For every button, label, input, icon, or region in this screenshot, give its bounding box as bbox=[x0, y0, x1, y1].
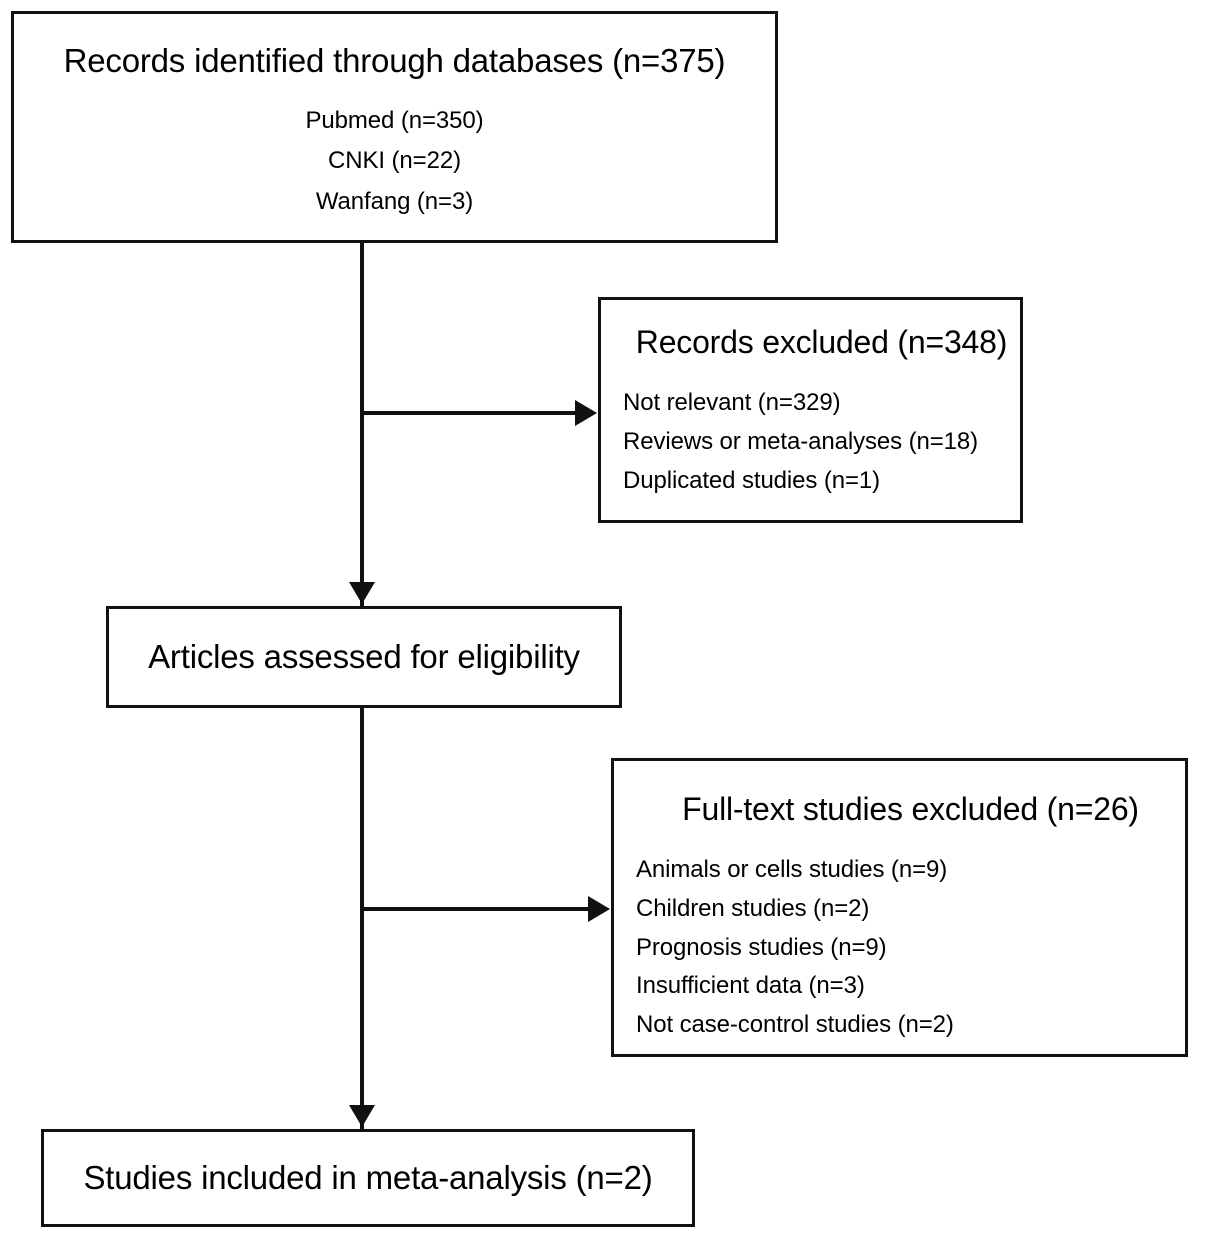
list-item: Prognosis studies (n=9) bbox=[636, 933, 887, 961]
list-item: Reviews or meta-analyses (n=18) bbox=[623, 427, 979, 455]
box-records-excluded-list: Not relevant (n=329) Reviews or meta-ana… bbox=[623, 384, 978, 501]
box-records-excluded: Records excluded (n=348) Not relevant (n… bbox=[598, 297, 1023, 523]
connector-line-to-fulltext-excluded bbox=[362, 907, 590, 911]
arrow-right-icon-to-records-excluded bbox=[575, 400, 597, 426]
box-fulltext-studies-excluded: Full-text studies excluded (n=26) Animal… bbox=[611, 758, 1188, 1057]
arrow-down-icon-to-included bbox=[349, 1105, 375, 1127]
list-item: CNKI (n=22) bbox=[328, 147, 461, 175]
arrow-down-icon-to-eligibility bbox=[349, 582, 375, 604]
list-item: Insufficient data (n=3) bbox=[636, 972, 865, 1000]
list-item: Pubmed (n=350) bbox=[305, 106, 484, 134]
box-fulltext-studies-excluded-list: Animals or cells studies (n=9) Children … bbox=[636, 851, 954, 1045]
box-records-excluded-title: Records excluded (n=348) bbox=[635, 324, 1008, 360]
list-item: Wanfang (n=3) bbox=[315, 187, 474, 215]
box-records-identified-list: Pubmed (n=350) CNKI (n=22) Wanfang (n=3) bbox=[305, 101, 483, 222]
list-item: Animals or cells studies (n=9) bbox=[636, 855, 948, 883]
list-item: Not relevant (n=329) bbox=[623, 388, 841, 416]
connector-line-identification-to-eligibility bbox=[360, 243, 364, 606]
box-studies-included: Studies included in meta-analysis (n=2) bbox=[41, 1129, 695, 1227]
box-fulltext-studies-excluded-title: Full-text studies excluded (n=26) bbox=[682, 791, 1139, 827]
list-item: Not case-control studies (n=2) bbox=[636, 1011, 954, 1039]
connector-line-eligibility-to-included bbox=[360, 708, 364, 1129]
connector-line-to-records-excluded bbox=[362, 411, 577, 415]
list-item: Duplicated studies (n=1) bbox=[623, 466, 881, 494]
arrow-right-icon-to-fulltext-excluded bbox=[588, 896, 610, 922]
box-records-identified-title: Records identified through databases (n=… bbox=[63, 42, 726, 79]
box-articles-assessed-eligibility: Articles assessed for eligibility bbox=[106, 606, 622, 708]
box-articles-assessed-eligibility-title: Articles assessed for eligibility bbox=[148, 637, 580, 675]
box-records-identified: Records identified through databases (n=… bbox=[11, 11, 778, 243]
list-item: Children studies (n=2) bbox=[636, 894, 870, 922]
box-studies-included-title: Studies included in meta-analysis (n=2) bbox=[83, 1158, 653, 1196]
